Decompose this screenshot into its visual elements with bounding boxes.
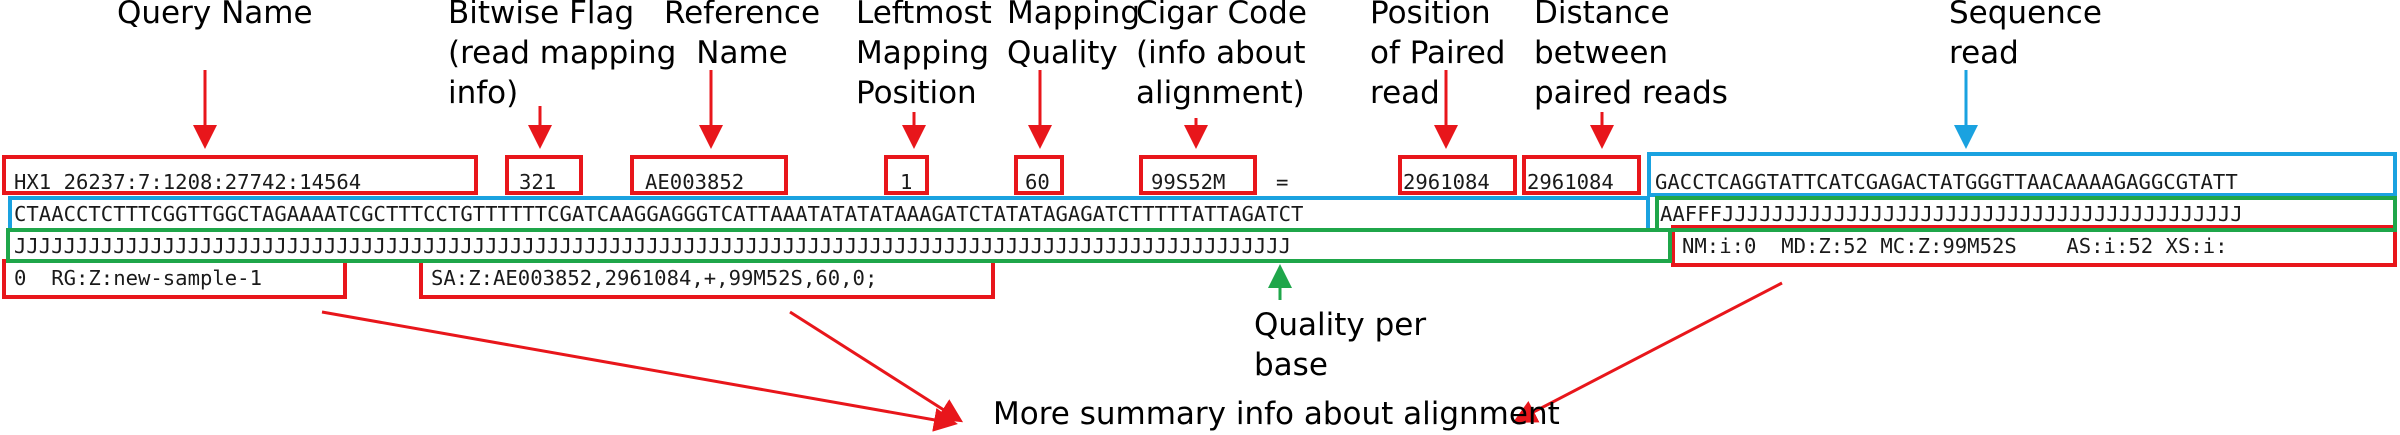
field-cigar: 99S52M [1151,170,1226,194]
label-position-paired: Position of Paired read [1370,0,1506,111]
field-tags: NM:i:0 MD:Z:52 MC:Z:99M52S AS:i:52 XS:i: [1682,234,2228,258]
box-sa-tag [419,259,995,299]
field-position: 1 [900,170,913,194]
field-qual-start: AAFFFJJJJJJJJJJJJJJJJJJJJJJJJJJJJJJJJJJJ… [1660,202,2243,226]
field-tags-cont: 0 RG:Z:new-sample-1 [14,266,262,290]
arrow-summary-middle [789,310,964,423]
arrow-summary-left [321,310,958,432]
field-sa-tag: SA:Z:AE003852,2961084,+,99M52S,60,0; [431,266,878,290]
field-flag: 321 [519,170,557,194]
field-query-name: HX1_26237:7:1208:27742:14564 [14,170,362,194]
box-position [884,155,929,195]
field-qual-cont: JJJJJJJJJJJJJJJJJJJJJJJJJJJJJJJJJJJJJJJJ… [14,234,1292,258]
box-mapq [1014,155,1064,195]
box-seq-cont [8,196,1650,232]
field-seq-cont: CTAACCTCTTTCGGTTGGCTAGAAAATCGCTTTCCTGTTT… [14,202,1304,226]
field-tlen: 2961084 [1527,170,1614,194]
box-pnext [1398,155,1517,195]
label-sequence-read: Sequence read [1949,0,2102,71]
label-query-name: Query Name [117,0,313,31]
label-leftmost-position: Leftmost Mapping Position [856,0,992,111]
label-summary-info: More summary info about alignment [993,396,1560,432]
field-reference: AE003852 [645,170,745,194]
field-pnext: 2961084 [1403,170,1490,194]
box-tags-cont [2,259,347,299]
box-qual-cont [6,228,1672,263]
box-flag [505,155,583,195]
label-bitwise-flag: Bitwise Flag (read mapping info) [448,0,677,111]
label-cigar-code: Cigar Code (info about alignment) [1136,0,1307,111]
field-mapq: 60 [1025,170,1050,194]
label-distance-paired: Distance between paired reads [1534,0,1728,111]
box-qual-start [1655,196,2397,232]
box-query-name [2,155,478,195]
box-reference [630,155,788,195]
arrow-summary-right [1512,281,1783,423]
label-quality-per-base: Quality per base [1254,307,1427,383]
label-reference-name: Reference Name [663,0,821,71]
label-mapping-quality: Mapping Quality [1007,0,1141,71]
box-tlen [1522,155,1641,195]
box-tags [1671,225,2397,267]
field-rnext: = [1276,170,1289,194]
box-seq-start [1647,152,2397,197]
box-cigar [1139,155,1257,195]
field-seq-start: GACCTCAGGTATTCATCGAGACTATGGGTTAACAAAAGAG… [1655,170,2238,194]
